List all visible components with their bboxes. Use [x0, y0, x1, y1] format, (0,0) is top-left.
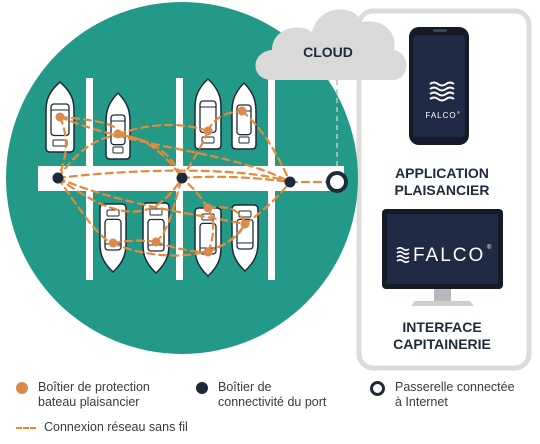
legend-connectivity-dot	[196, 382, 208, 394]
falco-app-logo: FALCO ®	[425, 81, 460, 120]
falco-monitor-logo: FALCO ®	[396, 244, 492, 266]
monitor-brand: FALCO	[413, 245, 485, 266]
legend-wireless-line	[16, 427, 36, 429]
boat	[194, 77, 222, 150]
nodes	[52, 106, 296, 257]
legend-wireless-label: Connexion réseau sans fil	[44, 420, 188, 434]
legend-connectivity: Boîtier de connectivité du port	[218, 380, 326, 410]
legend-gateway: Passerelle connectée à Internet	[395, 380, 515, 410]
legend-gateway-label: Passerelle connectée à Internet	[395, 380, 515, 409]
boat-device-node	[113, 129, 123, 139]
legend-boat-device-label: Boîtier de protection bateau plaisancier	[38, 380, 150, 409]
app-label-line: APPLICATION	[395, 165, 489, 181]
interface-label-line: INTERFACE	[402, 319, 481, 335]
legend-boat-device: Boîtier de protection bateau plaisancier	[38, 380, 150, 410]
gateway-node	[326, 171, 348, 193]
cloud-icon: CLOUD	[255, 9, 407, 81]
boat	[99, 203, 127, 274]
legend-boat-device-dot	[16, 382, 28, 394]
legend-wireless: Connexion réseau sans fil	[44, 420, 188, 435]
boat-device-node	[203, 247, 213, 257]
phone-brand-mark: ®	[457, 110, 460, 115]
legend-gateway-dot	[370, 381, 385, 396]
boat-device-node	[240, 219, 250, 229]
boat-device-node	[203, 203, 213, 213]
legend-connectivity-label: Boîtier de connectivité du port	[218, 380, 327, 409]
interface-label-line: CAPITAINERIE	[393, 336, 491, 352]
boat-device-node	[55, 112, 65, 122]
phone-brand: FALCO	[425, 111, 456, 120]
boat	[45, 81, 75, 153]
connectivity-node	[52, 172, 64, 184]
boat-device-node	[203, 126, 213, 136]
boat	[231, 204, 259, 273]
boat	[194, 207, 222, 278]
connectivity-node	[176, 172, 188, 184]
boat	[231, 81, 257, 150]
apps-panel	[356, 8, 532, 371]
smartphone-icon: FALCO ®	[409, 27, 469, 145]
cloud-label: CLOUD	[303, 44, 353, 60]
connectivity-node	[284, 176, 296, 188]
boat-device-node	[108, 238, 118, 248]
monitor-brand-mark: ®	[487, 244, 492, 251]
boat-device-node	[151, 237, 161, 247]
monitor-icon: FALCO ®	[382, 209, 503, 306]
boat-device-node	[237, 106, 247, 116]
app-label-line: PLAISANCIER	[395, 182, 490, 198]
